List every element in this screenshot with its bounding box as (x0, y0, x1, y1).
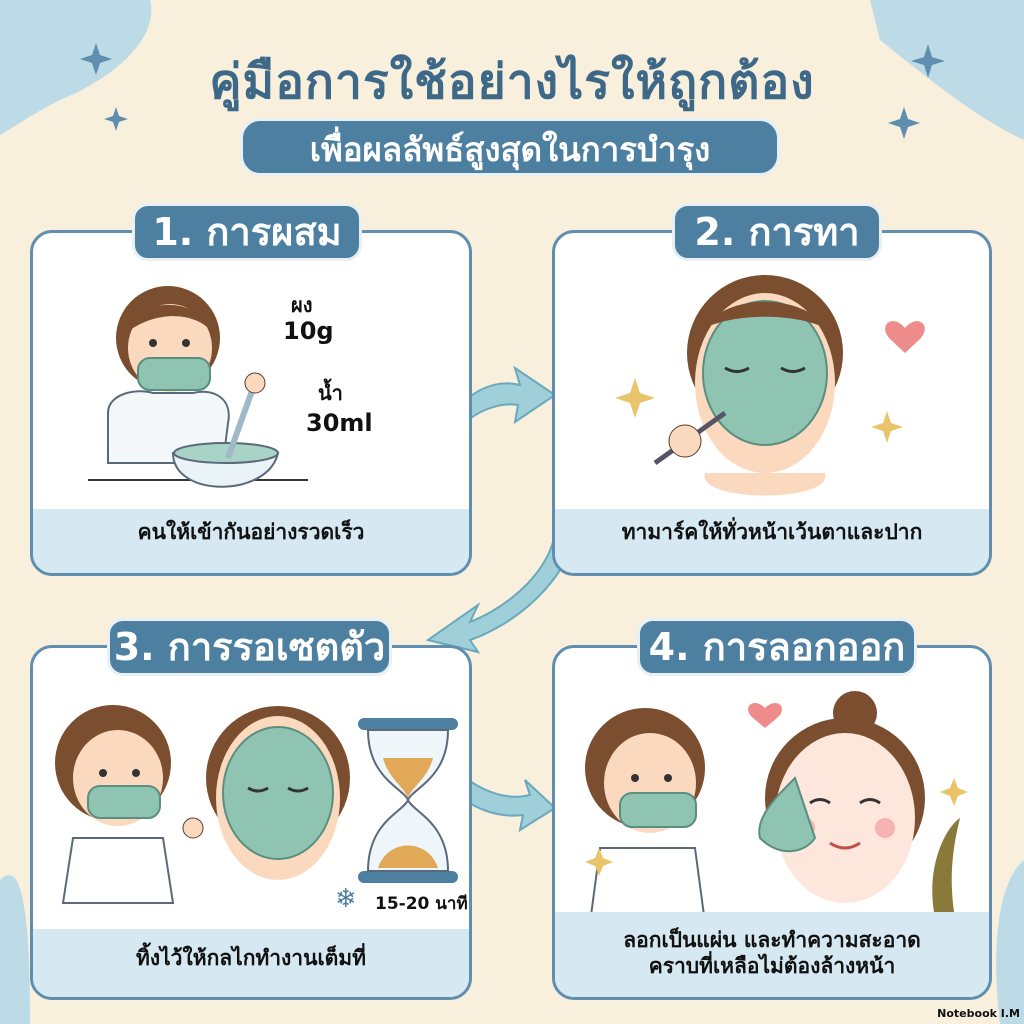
step-2-caption: ทามาร์คให้ทั่วหน้าเว้นตาและปาก (555, 509, 989, 573)
powder-amount: 10g (283, 317, 334, 345)
peeling-illustration (585, 691, 968, 924)
step-4-caption: ลอกเป็นแผ่น และทำความสะอาด คราบที่เหลือไ… (555, 912, 989, 997)
step-3-title: 3. การรอเซตตัว (107, 618, 392, 676)
step-4-caption-line-1: ลอกเป็นแผ่น และทำความสะอาด (623, 928, 921, 952)
watermark: Notebook I.M (937, 1007, 1020, 1020)
step-2-title: 2. การทา (672, 203, 882, 261)
powder-label: ผง (291, 293, 313, 317)
water-label: น้ำ (318, 381, 343, 405)
step-4-card: ลอกเป็นแผ่น และทำความสะอาด คราบที่เหลือไ… (552, 645, 992, 1000)
waiting-illustration (55, 705, 458, 904)
arrow-down-left-icon (425, 533, 577, 654)
snowflake-icon: ❄ (335, 884, 357, 914)
step-4-title: 4. การลอกออก (637, 618, 917, 676)
step-1-title: 1. การผสม (132, 203, 362, 261)
wait-time: 15-20 นาที (375, 894, 468, 914)
step-4-caption-line-2: คราบที่เหลือไม่ต้องล้างหน้า (648, 954, 896, 978)
step-1-card: ผง 10g น้ำ 30ml คนให้เข้ากันอย่างรวดเร็ว (30, 230, 472, 576)
page-subtitle: เพื่อผลลัพธ์สูงสุดในการบำรุง (240, 118, 780, 176)
water-amount: 30ml (306, 409, 373, 437)
step-3-card: ❄ 15-20 นาที ทิ้งไว้ให้กลไกทำงานเต็มที่ (30, 645, 472, 1000)
step-1-caption: คนให้เข้ากันอย่างรวดเร็ว (33, 509, 469, 573)
step-2-card: ทามาร์คให้ทั่วหน้าเว้นตาและปาก (552, 230, 992, 576)
mixing-illustration (88, 286, 308, 488)
applying-illustration (615, 275, 925, 496)
step-3-caption: ทิ้งไว้ให้กลไกทำงานเต็มที่ (33, 929, 469, 997)
page-title: คู่มือการใช้อย่างไรให้ถูกต้อง (209, 54, 815, 110)
